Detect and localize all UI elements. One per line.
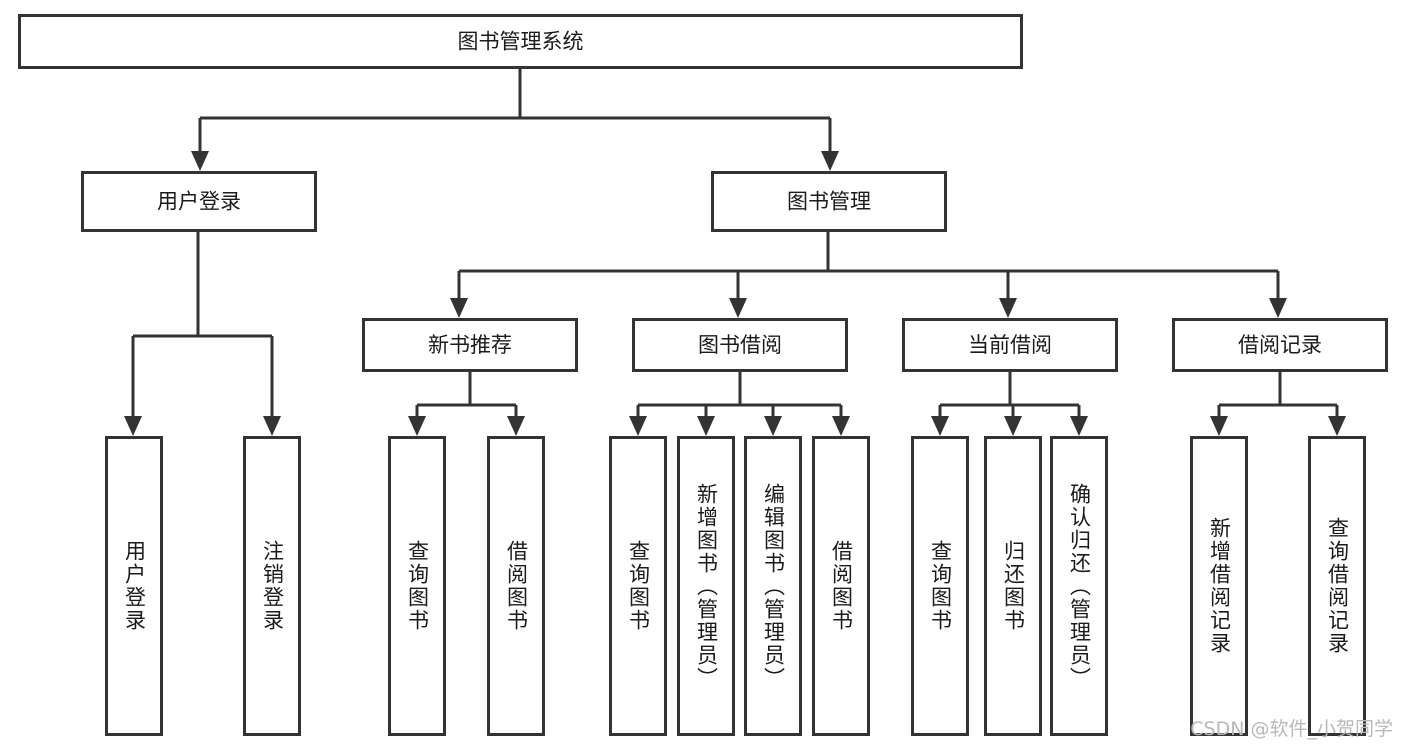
- arrow-head-icon: [1210, 416, 1228, 436]
- arrow-head-icon: [999, 298, 1017, 318]
- arrow-head-icon: [629, 416, 647, 436]
- arrow-head-icon: [191, 151, 209, 171]
- node-label-leaf-edit-book-admin: 编辑图书（管理员）: [761, 482, 786, 690]
- arrow-head-icon: [507, 416, 525, 436]
- arrow-head-icon: [1328, 416, 1346, 436]
- node-box-user-login[interactable]: [81, 171, 317, 232]
- arrow-head-icon: [450, 298, 468, 318]
- arrow-head-icon: [1004, 416, 1022, 436]
- node-label-leaf-borrow-book-rec: 借阅图书: [504, 540, 529, 632]
- node-label-leaf-add-borrow-record: 新增借阅记录: [1207, 517, 1232, 655]
- node-box-leaf-query-book-rec[interactable]: [388, 436, 446, 736]
- node-label-leaf-add-book-admin: 新增图书（管理员）: [694, 482, 719, 690]
- arrow-head-icon: [729, 298, 747, 318]
- arrow-head-icon: [821, 151, 839, 171]
- node-box-book-management[interactable]: [711, 171, 947, 232]
- node-box-leaf-return-book[interactable]: [984, 436, 1042, 736]
- node-box-borrow-record[interactable]: [1172, 318, 1388, 372]
- node-box-layer: [18, 14, 1388, 736]
- node-label-new-book-recommend: 新书推荐: [428, 333, 512, 357]
- node-box-leaf-logout[interactable]: [243, 436, 301, 736]
- node-box-leaf-query-book-borrow[interactable]: [609, 436, 667, 736]
- arrow-head-icon: [1070, 416, 1088, 436]
- node-label-leaf-borrow-book: 借阅图书: [829, 540, 854, 632]
- node-label-leaf-return-book: 归还图书: [1001, 540, 1026, 632]
- node-label-current-borrow: 当前借阅: [968, 333, 1052, 357]
- node-box-leaf-borrow-book[interactable]: [812, 436, 870, 736]
- node-label-user-login: 用户登录: [157, 190, 241, 214]
- node-label-borrow-record: 借阅记录: [1238, 333, 1322, 357]
- node-box-leaf-query-book-current[interactable]: [911, 436, 969, 736]
- arrow-head-icon: [764, 416, 782, 436]
- node-label-leaf-logout: 注销登录: [260, 540, 285, 632]
- node-label-leaf-query-book-borrow: 查询图书: [626, 540, 651, 632]
- node-box-new-book-recommend[interactable]: [362, 318, 578, 372]
- node-box-leaf-borrow-book-rec[interactable]: [487, 436, 545, 736]
- arrow-head-icon: [124, 416, 142, 436]
- node-label-leaf-confirm-return-admin: 确认归还（管理员）: [1067, 482, 1092, 690]
- connector-layer: [124, 69, 1346, 436]
- node-box-leaf-query-borrow-record[interactable]: [1308, 436, 1366, 736]
- node-label-leaf-query-book-rec: 查询图书: [405, 540, 430, 632]
- node-label-book-management: 图书管理: [787, 190, 871, 214]
- arrow-head-icon: [1269, 298, 1287, 318]
- node-box-current-borrow[interactable]: [902, 318, 1118, 372]
- node-label-leaf-user-login: 用户登录: [122, 540, 147, 632]
- node-label-book-borrow: 图书借阅: [698, 333, 782, 357]
- watermark-text: CSDN @软件_小贺同学: [1190, 718, 1393, 740]
- arrow-head-icon: [931, 416, 949, 436]
- node-box-leaf-user-login[interactable]: [105, 436, 163, 736]
- arrow-head-icon: [408, 416, 426, 436]
- node-box-leaf-add-book-admin[interactable]: [677, 436, 735, 736]
- node-box-root[interactable]: [18, 14, 1023, 69]
- node-label-root: 图书管理系统: [458, 30, 584, 54]
- arrow-head-icon: [263, 416, 281, 436]
- node-box-leaf-add-borrow-record[interactable]: [1190, 436, 1248, 736]
- node-box-book-borrow[interactable]: [632, 318, 848, 372]
- node-label-leaf-query-book-current: 查询图书: [928, 540, 953, 632]
- arrow-head-icon: [832, 416, 850, 436]
- node-label-leaf-query-borrow-record: 查询借阅记录: [1325, 517, 1350, 655]
- arrow-head-icon: [697, 416, 715, 436]
- node-box-leaf-edit-book-admin[interactable]: [744, 436, 802, 736]
- node-box-leaf-confirm-return-admin[interactable]: [1050, 436, 1108, 736]
